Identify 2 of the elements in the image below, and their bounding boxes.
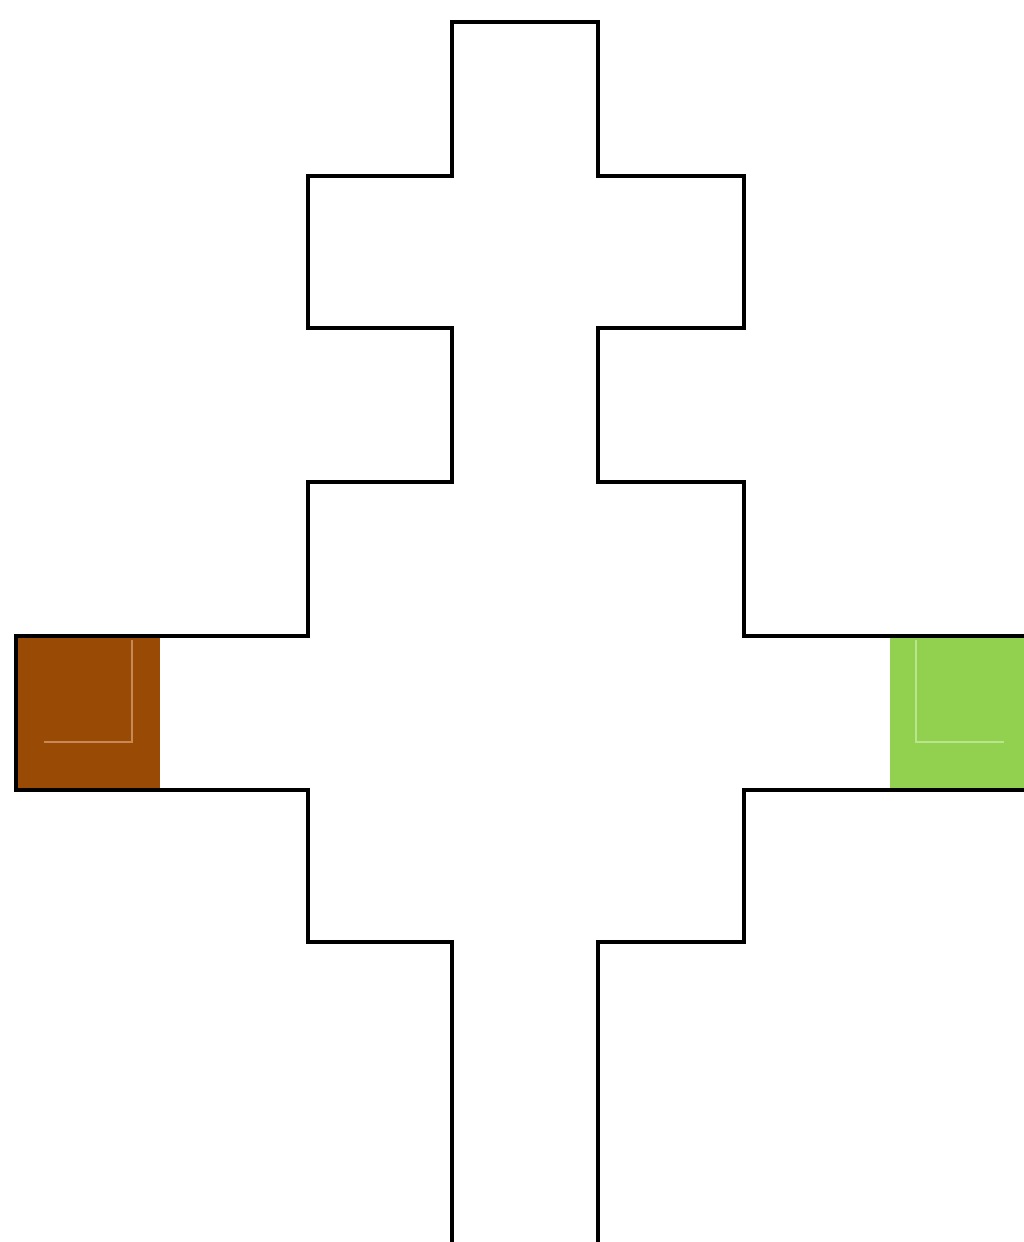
square-block xyxy=(18,638,160,788)
square-block xyxy=(890,638,1024,788)
